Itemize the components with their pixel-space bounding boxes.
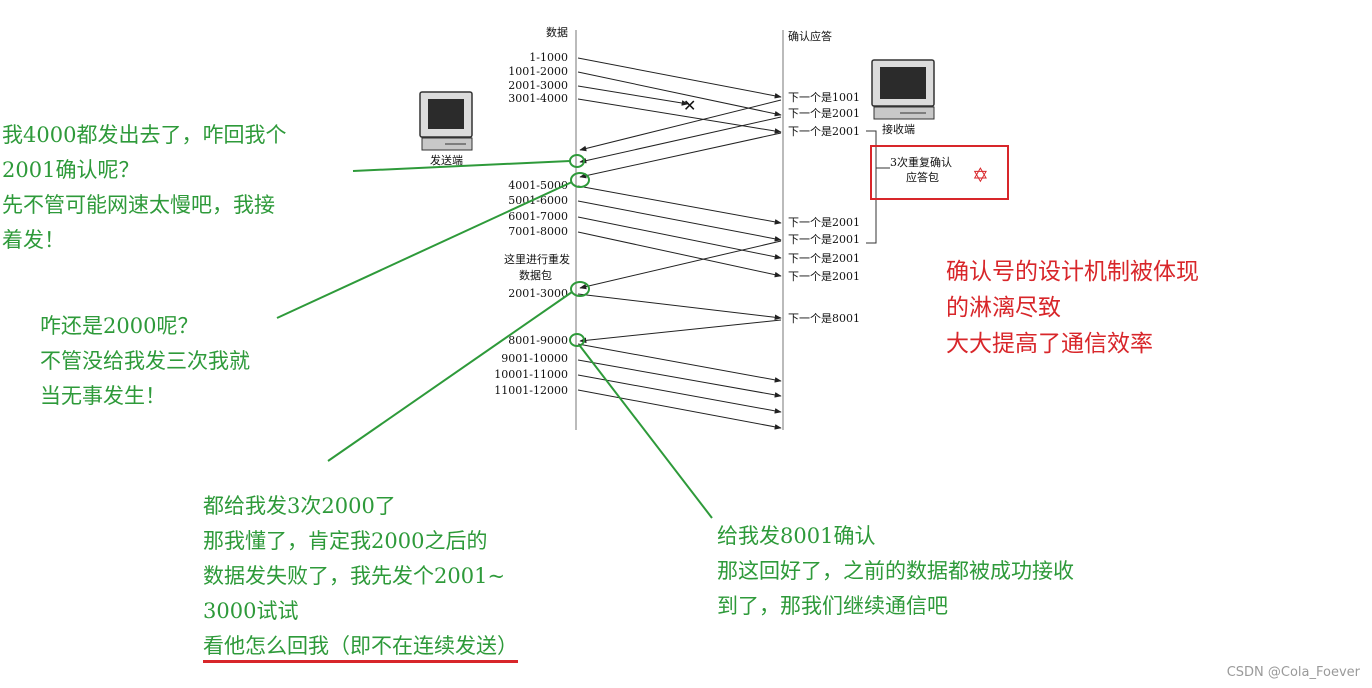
data-arrow	[577, 57, 782, 99]
receiver-label: 接收端	[882, 122, 915, 136]
data-arrow	[577, 71, 782, 117]
dup-ack-box	[870, 145, 1009, 200]
annotation-underlined-text: 看他怎么回我（即不在连续发送）	[203, 634, 518, 663]
dup-ack-text-2: 应答包	[906, 170, 939, 184]
ack-arrow	[579, 132, 782, 179]
watermark: CSDN @Cola_Foever	[1226, 665, 1360, 680]
pointer-line	[352, 160, 571, 172]
highlight-circle	[570, 281, 590, 297]
ack-label-3: 下一个是2001	[788, 125, 860, 138]
annotation-line: 3000试试	[203, 599, 299, 623]
data-arrow	[577, 216, 782, 260]
annotation-line: 给我发8001确认	[717, 524, 876, 548]
annotation-line: 那我懂了，肯定我2000之后的	[203, 529, 488, 553]
segment-label-11: 10001-11000	[494, 368, 568, 381]
ack-label-7: 下一个是2001	[788, 270, 860, 283]
pointer-line	[276, 181, 573, 319]
pointer-line	[327, 291, 573, 462]
highlight-circle	[569, 333, 585, 347]
pointer-line	[579, 345, 713, 519]
retransmit-note-line2: 数据包	[519, 268, 552, 282]
ack-label-6: 下一个是2001	[788, 252, 860, 265]
receiver-computer-icon	[871, 59, 935, 120]
annotation-line: 当无事发生！	[40, 384, 166, 408]
annotation-line: 到了，那我们继续通信吧	[717, 594, 948, 618]
ack-arrow	[579, 99, 782, 152]
data-arrow	[577, 98, 782, 134]
ack-arrow-8001	[579, 319, 782, 344]
data-arrow	[577, 343, 782, 383]
dup-ack-bracket	[866, 130, 890, 244]
segment-label-1: 1-1000	[529, 51, 568, 64]
ack-label-5: 下一个是2001	[788, 233, 860, 246]
star-icon: ✡	[972, 163, 989, 187]
ack-arrow	[579, 116, 782, 164]
annotation-line: 那这回好了，之前的数据都被成功接收	[717, 559, 1074, 583]
segment-label-8: 7001-8000	[508, 225, 568, 238]
segment-label-2: 1001-2000	[508, 65, 568, 78]
annotation-line: 先不管可能网速太慢吧，我接	[2, 193, 275, 217]
data-arrow-lost	[577, 85, 689, 106]
annotation-line-underlined: 看他怎么回我（即不在连续发送）	[203, 629, 518, 664]
annotation-line: 不管没给我发三次我就	[40, 349, 250, 373]
annotation-line: 着发！	[2, 228, 65, 252]
segment-label-retransmit: 2001-3000	[508, 287, 568, 300]
annotation-line: 我4000都发出去了，咋回我个	[2, 123, 287, 147]
data-arrow	[577, 185, 782, 225]
segment-label-10: 9001-10000	[501, 352, 568, 365]
ack-label-2: 下一个是2001	[788, 107, 860, 120]
annotation-line: 数据发失败了，我先发个2001~	[203, 564, 506, 588]
annotation-line: 2001确认呢？	[2, 158, 140, 182]
annotation-line: 的淋漓尽致	[946, 295, 1061, 321]
data-arrow	[577, 389, 782, 430]
annotation-line: 咋还是2000呢？	[40, 314, 199, 338]
annotation-line: 都给我发3次2000了	[203, 494, 396, 518]
segment-label-12: 11001-12000	[494, 384, 568, 397]
annotation-line: 确认号的设计机制被体现	[946, 259, 1199, 285]
segment-label-9: 8001-9000	[508, 334, 568, 347]
segment-label-5: 4001-5000	[508, 179, 568, 192]
ack-arrow	[579, 240, 782, 290]
right-header: 确认应答	[788, 29, 832, 43]
data-arrow	[577, 374, 782, 414]
data-arrow	[577, 200, 782, 242]
annotation-middle-left: 咋还是2000呢？ 不管没给我发三次我就 当无事发生！	[40, 309, 250, 414]
data-arrow	[577, 231, 782, 278]
highlight-circle	[570, 172, 590, 188]
annotation-right-red: 确认号的设计机制被体现 的淋漓尽致 大大提高了通信效率	[946, 254, 1199, 362]
ack-label-8: 下一个是8001	[788, 312, 860, 325]
annotation-line: 大大提高了通信效率	[946, 331, 1153, 357]
ack-label-1: 下一个是1001	[788, 91, 860, 104]
segment-label-3: 2001-3000	[508, 79, 568, 92]
ack-label-4: 下一个是2001	[788, 216, 860, 229]
annotation-top-left: 我4000都发出去了，咋回我个 2001确认呢？ 先不管可能网速太慢吧，我接 着…	[2, 118, 286, 258]
retransmit-arrow	[577, 293, 782, 321]
segment-label-4: 3001-4000	[508, 92, 568, 105]
lost-packet-mark: ✕	[683, 96, 696, 115]
sender-label: 发送端	[430, 153, 463, 167]
segment-label-7: 6001-7000	[508, 210, 568, 223]
annotation-bottom-center: 都给我发3次2000了 那我懂了，肯定我2000之后的 数据发失败了，我先发个2…	[203, 489, 518, 664]
retransmit-note-line1: 这里进行重发	[504, 252, 570, 266]
segment-label-6: 5001-6000	[508, 194, 568, 207]
left-header: 数据	[546, 25, 568, 39]
sender-computer-icon	[419, 91, 473, 151]
highlight-circle	[569, 154, 585, 168]
dup-ack-text-1: 3次重复确认	[890, 155, 952, 169]
annotation-bottom-right: 给我发8001确认 那这回好了，之前的数据都被成功接收 到了，那我们继续通信吧	[717, 519, 1074, 624]
data-arrow	[577, 359, 782, 398]
